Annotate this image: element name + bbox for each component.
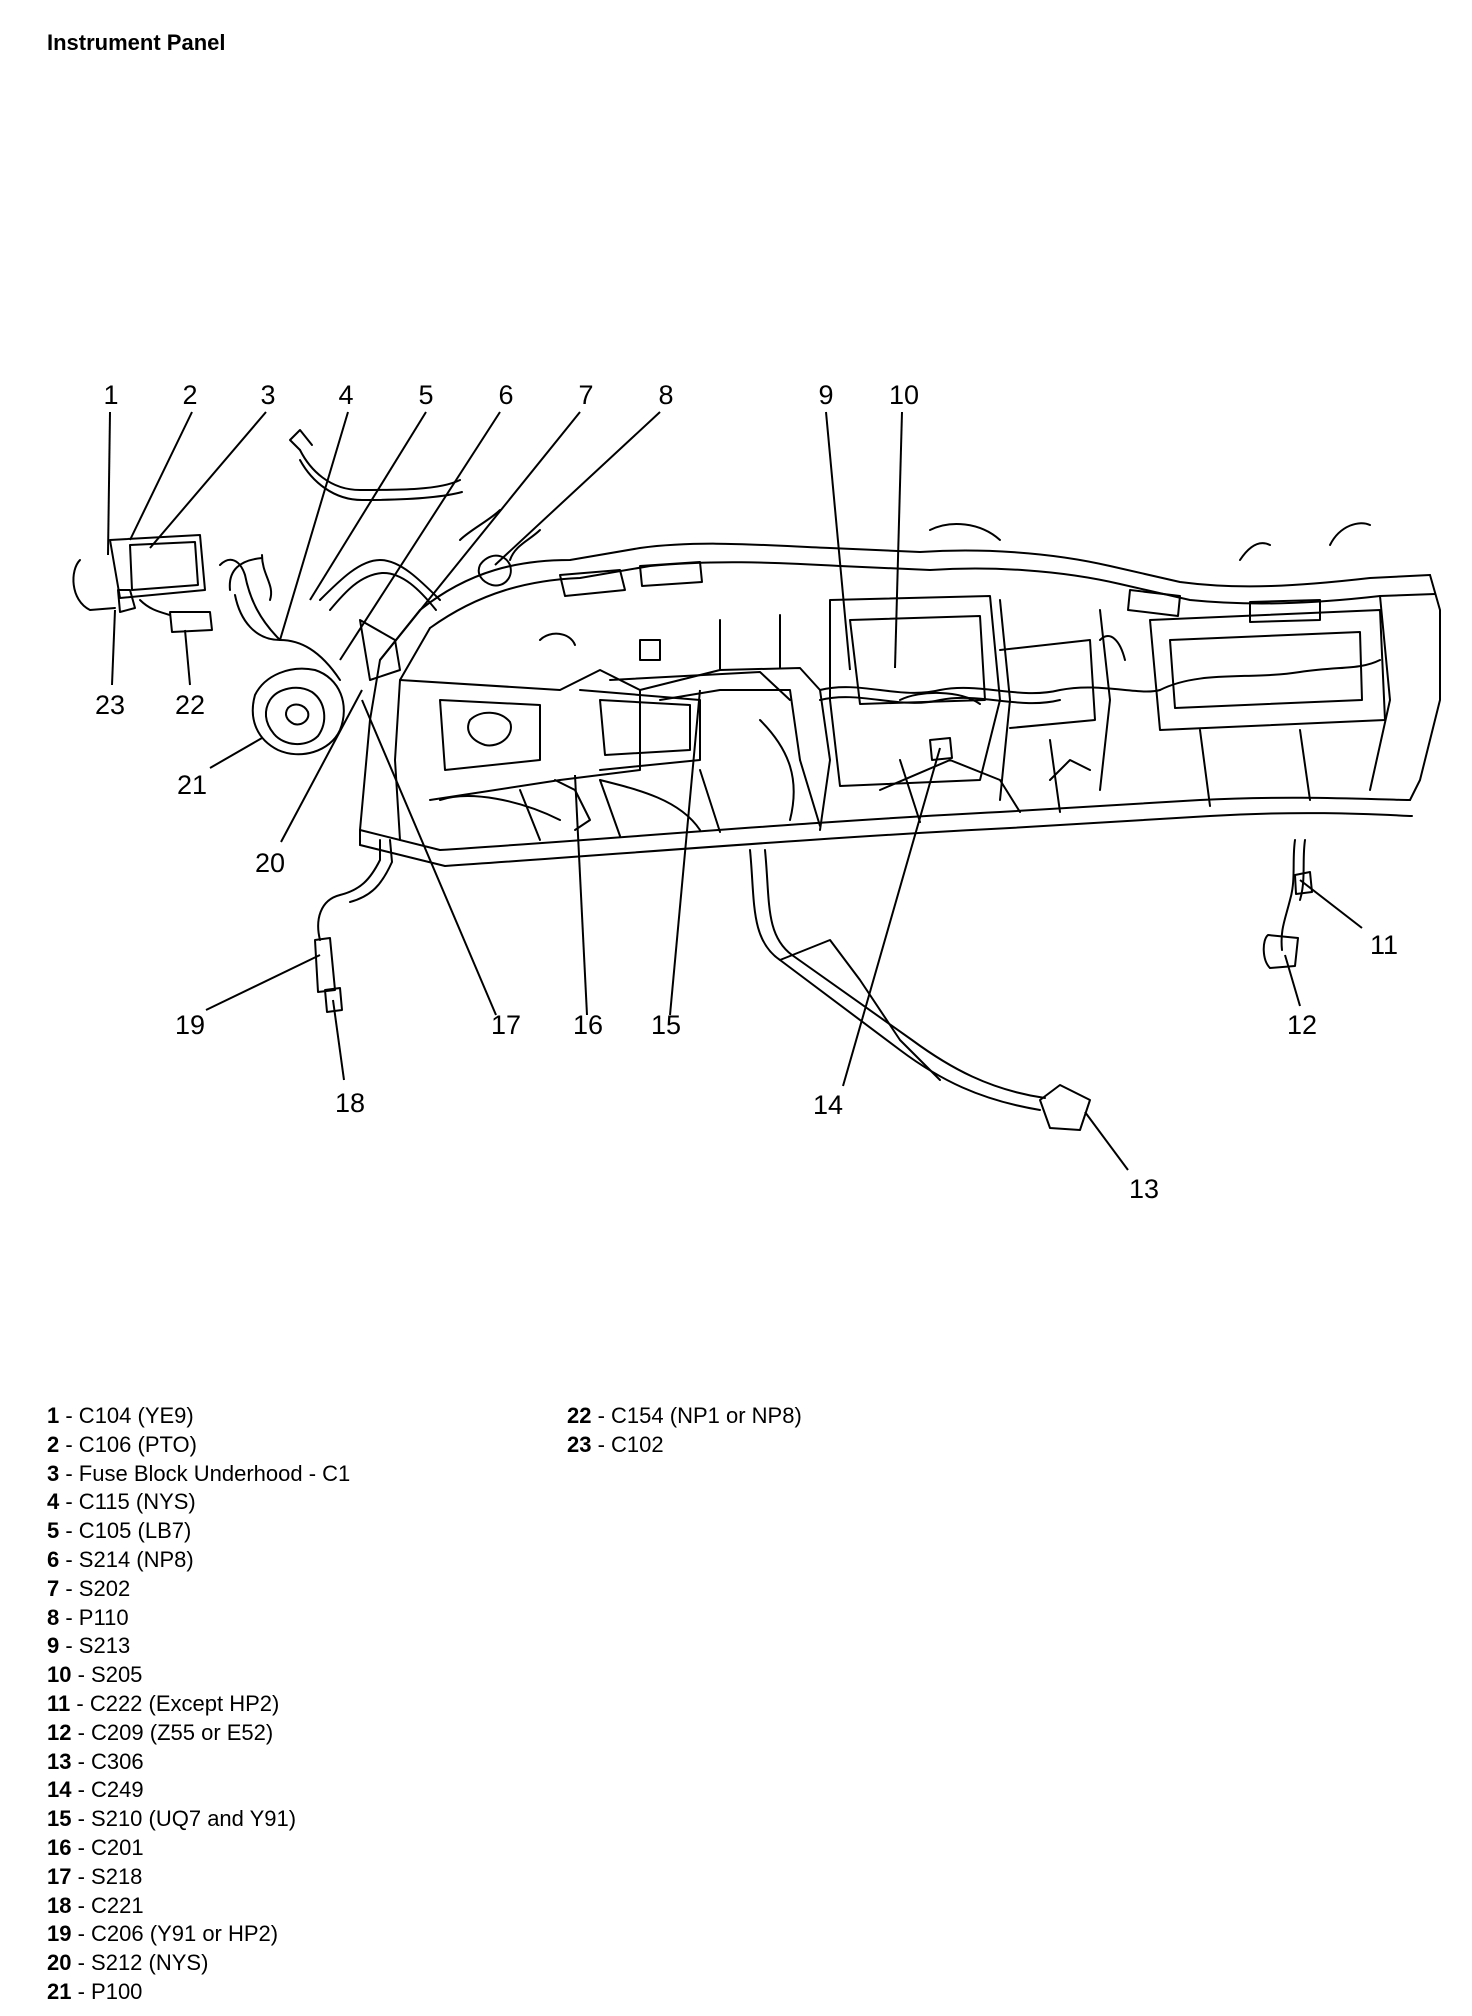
legend-number: 21 xyxy=(47,1978,72,2004)
legend-item: 5 - C105 (LB7) xyxy=(47,1517,350,1546)
legend-text: - C104 (YE9) xyxy=(59,1403,194,1428)
legend-item: 4 - C115 (NYS) xyxy=(47,1488,350,1517)
legend-number: 7 xyxy=(47,1575,60,1601)
legend-item: 18 - C221 xyxy=(47,1892,350,1921)
legend-text: - S210 (UQ7 and Y91) xyxy=(71,1806,297,1832)
callout-23: 23 xyxy=(95,690,125,720)
legend-text: - S218 xyxy=(71,1863,143,1889)
legend-text: - C222 (Except HP2) xyxy=(70,1690,280,1716)
legend-column-left: 1 - C104 (YE9) 2 - C106 (PTO) 3 - Fuse B… xyxy=(47,1402,350,2007)
callout-10: 10 xyxy=(889,380,919,410)
legend-text: - P110 xyxy=(59,1604,129,1630)
legend-item: 15 - S210 (UQ7 and Y91) xyxy=(47,1805,350,1834)
leader-lines xyxy=(107,411,1363,1171)
legend-item: 7 - S202 xyxy=(47,1575,350,1604)
legend-item: 6 - S214 (NP8) xyxy=(47,1546,350,1575)
callout-4: 4 xyxy=(338,380,353,410)
callout-3: 3 xyxy=(260,380,275,410)
legend-number: 17 xyxy=(47,1863,72,1889)
callout-20: 20 xyxy=(255,848,285,878)
instrument-panel-drawing xyxy=(72,429,1441,1131)
legend-text: - C115 (NYS) xyxy=(59,1489,196,1515)
legend-number: 3 xyxy=(47,1460,60,1486)
legend-text: - C206 (Y91 or HP2) xyxy=(71,1921,279,1947)
legend-number: 2 xyxy=(47,1431,60,1457)
legend-number: 12 xyxy=(47,1719,72,1745)
legend-item: 23 - C102 xyxy=(567,1431,802,1460)
legend-item: 13 - C306 xyxy=(47,1748,350,1777)
legend-number: 4 xyxy=(47,1489,60,1515)
legend-item: 19 - C206 (Y91 or HP2) xyxy=(47,1920,350,1949)
legend-text: - C209 (Z55 or E52) xyxy=(71,1719,274,1745)
legend-text: - S214 (NP8) xyxy=(59,1546,194,1572)
legend-text: - C306 xyxy=(71,1748,144,1774)
legend-number: 15 xyxy=(47,1806,72,1832)
legend-number: 20 xyxy=(47,1950,72,1976)
legend-item: 1 - C104 (YE9) xyxy=(47,1402,350,1431)
legend-text: - C249 xyxy=(71,1777,144,1803)
callout-8: 8 xyxy=(658,380,673,410)
legend-number: 9 xyxy=(47,1633,60,1659)
legend-number: 8 xyxy=(47,1604,60,1630)
callout-11: 11 xyxy=(1370,930,1398,960)
callout-12: 12 xyxy=(1287,1010,1317,1040)
callout-9: 9 xyxy=(818,380,833,410)
legend-text: - S212 (NYS) xyxy=(71,1950,209,1976)
legend-column-right: 22 - C154 (NP1 or NP8) 23 - C102 xyxy=(567,1402,802,1460)
legend-item: 9 - S213 xyxy=(47,1632,350,1661)
legend-text: - P100 xyxy=(71,1978,143,2004)
callout-19: 19 xyxy=(175,1010,205,1040)
callout-17: 17 xyxy=(491,1010,521,1040)
legend-text: - C102 xyxy=(591,1431,664,1457)
legend-text: - C106 (PTO) xyxy=(59,1431,197,1457)
callout-5: 5 xyxy=(418,380,433,410)
legend-item: 3 - Fuse Block Underhood - C1 xyxy=(47,1460,350,1489)
legend-number: 10 xyxy=(47,1662,72,1688)
legend-number: 1 xyxy=(47,1403,60,1428)
legend-text: - S202 xyxy=(59,1575,131,1601)
callout-15: 15 xyxy=(651,1010,681,1040)
callout-21: 21 xyxy=(177,770,207,800)
legend-number: 14 xyxy=(47,1777,72,1803)
page-title: Instrument Panel xyxy=(47,30,226,55)
callout-22: 22 xyxy=(175,690,205,720)
callout-2: 2 xyxy=(182,380,197,410)
legend-item: 21 - P100 xyxy=(47,1978,350,2007)
callout-numbers: 1 2 3 4 5 6 7 8 9 10 11 12 13 14 15 16 1… xyxy=(95,380,1398,1204)
legend-item: 2 - C106 (PTO) xyxy=(47,1431,350,1460)
callout-14: 14 xyxy=(813,1090,843,1120)
legend-item: 11 - C222 (Except HP2) xyxy=(47,1690,350,1719)
legend-number: 5 xyxy=(47,1518,60,1544)
legend-number: 23 xyxy=(567,1431,592,1457)
legend-text: - Fuse Block Underhood - C1 xyxy=(59,1460,351,1486)
legend-item: 14 - C249 xyxy=(47,1776,350,1805)
legend-item: 8 - P110 xyxy=(47,1604,350,1633)
legend-item: 16 - C201 xyxy=(47,1834,350,1863)
legend-number: 6 xyxy=(47,1546,60,1572)
legend-text: - S213 xyxy=(59,1633,131,1659)
legend-item: 17 - S218 xyxy=(47,1863,350,1892)
legend-text: - C105 (LB7) xyxy=(59,1518,192,1544)
legend-number: 11 xyxy=(47,1690,71,1716)
legend-text: - C221 xyxy=(71,1892,144,1918)
legend-text: - C201 xyxy=(71,1834,144,1860)
callout-7: 7 xyxy=(578,380,593,410)
callout-6: 6 xyxy=(498,380,513,410)
legend-number: 18 xyxy=(47,1892,72,1918)
legend-number: 19 xyxy=(47,1921,72,1947)
legend-text: - C154 (NP1 or NP8) xyxy=(591,1403,802,1428)
legend-text: - S205 xyxy=(71,1662,143,1688)
legend-item: 12 - C209 (Z55 or E52) xyxy=(47,1719,350,1748)
legend-number: 22 xyxy=(567,1403,592,1428)
instrument-panel-diagram: 1 2 3 4 5 6 7 8 9 10 11 12 13 14 15 16 1… xyxy=(72,380,1441,1204)
callout-18: 18 xyxy=(335,1088,365,1118)
legend-item: 10 - S205 xyxy=(47,1661,350,1690)
legend-number: 13 xyxy=(47,1748,72,1774)
legend-item: 22 - C154 (NP1 or NP8) xyxy=(567,1402,802,1431)
callout-13: 13 xyxy=(1129,1174,1159,1204)
legend-number: 16 xyxy=(47,1834,72,1860)
legend-item: 20 - S212 (NYS) xyxy=(47,1949,350,1978)
callout-16: 16 xyxy=(573,1010,603,1040)
callout-1: 1 xyxy=(103,380,118,410)
